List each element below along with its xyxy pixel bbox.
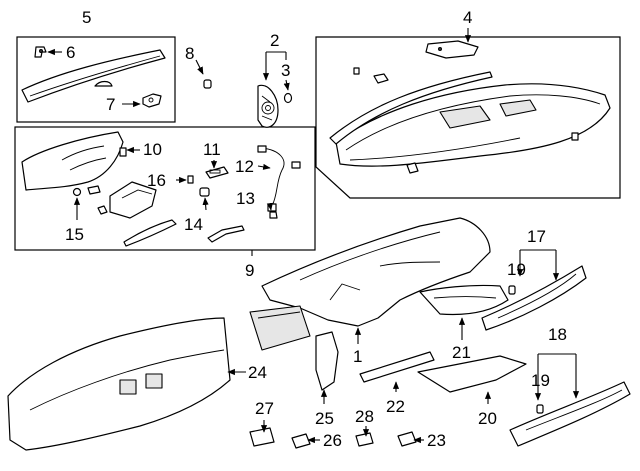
callout-18: 18 [548, 325, 567, 344]
bracket-part-26 [291, 433, 311, 449]
package-tray-4 [335, 83, 611, 167]
callout-7: 7 [106, 95, 115, 114]
bracket-part-23 [397, 431, 417, 447]
clip-part-13 [269, 211, 278, 219]
switch-part-11 [205, 166, 229, 179]
knee-bracket-part-9 [87, 181, 157, 219]
fastener-part-8 [203, 79, 212, 89]
callout-24: 24 [248, 363, 267, 382]
switch-part-14 [199, 187, 210, 197]
fastener-part-15 [72, 187, 82, 197]
tray-strip-part-4 [329, 71, 493, 145]
callout-11: 11 [203, 140, 221, 159]
fastener-part-16 [187, 175, 194, 184]
lower-panel-part-24 [7, 317, 231, 451]
bracket-part-7 [142, 93, 162, 108]
clip-part-19-upper [508, 285, 516, 295]
clip-part-3 [283, 92, 293, 104]
harness-part-12 [257, 145, 301, 212]
callout-13: 13 [236, 189, 255, 208]
callout-3: 3 [281, 61, 290, 80]
callout-22: 22 [386, 397, 405, 416]
callout-1: 1 [353, 347, 362, 366]
bracket-part-28 [355, 432, 374, 447]
bracket-part-20 [417, 355, 527, 393]
speaker-grille-part-2 [257, 84, 279, 128]
callout-14: 14 [184, 215, 203, 234]
callout-19-upper: 19 [507, 260, 526, 279]
callout-10: 10 [143, 140, 162, 159]
group-box-5 [16, 36, 176, 123]
bracket-part-22 [359, 351, 435, 383]
brace-part-17 [481, 265, 587, 331]
callout-20: 20 [478, 409, 497, 428]
callout-4: 4 [463, 8, 472, 27]
callout-5: 5 [82, 8, 91, 27]
bracket-part-27 [249, 427, 275, 447]
callout-9: 9 [245, 261, 254, 280]
trim-strip-part-9 [123, 219, 245, 247]
callout-21: 21 [452, 343, 471, 362]
callout-25: 25 [315, 409, 334, 428]
callout-17: 17 [527, 227, 546, 246]
callout-23: 23 [427, 431, 446, 450]
tray-brackets-part-4 [353, 40, 579, 174]
clip-part-6 [34, 46, 47, 58]
group-box-9 [14, 126, 316, 251]
callout-19-lower: 19 [531, 371, 550, 390]
bracket-part-25 [315, 331, 339, 391]
callout-26: 26 [323, 431, 342, 450]
clip-part-10 [119, 147, 127, 157]
knee-bolster-part-9 [21, 131, 124, 191]
callout-15: 15 [65, 225, 84, 244]
reinforcement-part-1 [249, 217, 491, 351]
callout-27: 27 [255, 399, 274, 418]
shelf-trim-5 [21, 49, 166, 103]
clip-part-19-lower [536, 404, 544, 414]
leader-lines [47, 28, 580, 444]
group-box-4 [315, 36, 621, 199]
callout-2: 2 [270, 31, 279, 50]
callout-8: 8 [185, 44, 194, 63]
callout-12: 12 [235, 157, 254, 176]
callout-16: 16 [147, 171, 166, 190]
bracket-part-21 [419, 284, 509, 316]
callout-6: 6 [66, 43, 75, 62]
brace-part-18 [509, 381, 631, 447]
callout-28: 28 [355, 407, 374, 426]
